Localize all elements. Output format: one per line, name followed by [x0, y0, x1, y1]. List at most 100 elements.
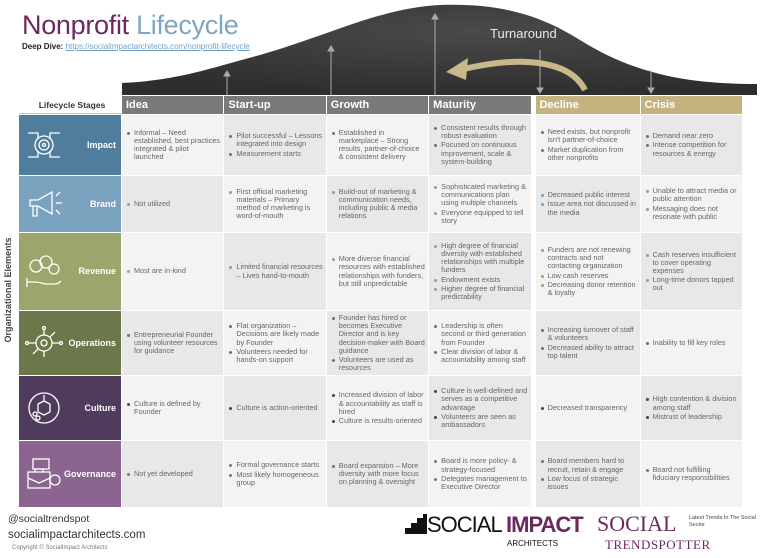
bullet-item: First official marketing materials – Pri…: [228, 187, 322, 221]
bullet-item: Unable to attract media or public attent…: [645, 186, 739, 203]
bullet-item: Culture is well-defined and serves as a …: [433, 387, 527, 412]
megaphone-icon: [29, 190, 62, 217]
cell-operations-crisis: Inability to fill key roles: [640, 311, 742, 376]
bullet-item: Clear division of labor & accountability…: [433, 347, 527, 364]
bullet-item: Market duplication from other nonprofits: [540, 145, 637, 162]
bullet-item: Not utilized: [126, 199, 220, 208]
bullet-item: Board is more policy- & strategy-focused: [433, 457, 527, 473]
bullet-item: Increased division of labor & accountabi…: [331, 391, 425, 416]
bullet-item: Delegates management to Executive Direct…: [433, 474, 527, 491]
row-label-culture: Culture: [19, 376, 121, 441]
bullet-item: Board not fulfilling fiduciary responsib…: [645, 465, 739, 482]
cell-operations-start-up: Flat organization – Decisions are likely…: [224, 311, 326, 376]
bullet-item: Need exists, but nonprofit isn't partner…: [540, 127, 637, 144]
bullet-item: Board expansion – More diversity with mo…: [331, 461, 425, 487]
bullet-item: Volunteers needed for hands-on support: [228, 347, 322, 364]
bullet-item: Volunteers are seen as ambassadors: [433, 412, 527, 429]
stairs-icon: [405, 514, 427, 535]
cell-operations-idea: Entrepreneurial Founder using volunteer …: [122, 311, 224, 376]
turnaround-label: Turnaround: [490, 26, 557, 41]
row-label-brand: Brand: [19, 176, 121, 232]
bullet-item: Decreased public interest: [540, 191, 637, 199]
bullet-item: Measurement starts: [228, 149, 322, 158]
deep-dive-link[interactable]: https://socialimpactarchitects.com/nonpr…: [65, 42, 250, 51]
cell-revenue-start-up: Limited financial resources – Lives hand…: [224, 233, 326, 310]
deep-dive: Deep Dive: https://socialimpactarchitect…: [22, 42, 250, 51]
bullet-item: Culture is defined by Founder: [126, 399, 220, 416]
bullet-item: Pilot successful – Lessons integrated in…: [228, 132, 322, 148]
cell-brand-crisis: Unable to attract media or public attent…: [640, 176, 742, 232]
twitter-handle[interactable]: @socialtrendspot: [8, 513, 90, 526]
row-brand: Brand Not utilized First official marketin…: [19, 176, 742, 232]
bullet-item: Limited financial resources – Lives hand…: [228, 263, 323, 279]
bullet-item: Most are in-kind: [126, 267, 220, 275]
cell-revenue-maturity: High degree of financial diversity with …: [429, 233, 531, 310]
cell-culture-start-up: Culture is action-oriented: [224, 376, 326, 441]
bullet-item: Higher degree of financial predictabilit…: [433, 284, 527, 301]
bullet-item: Funders are not renewing contracts and n…: [540, 245, 637, 271]
cell-revenue-idea: Most are in-kind: [122, 233, 224, 310]
row-label-operations: Operations: [19, 311, 121, 376]
bullet-item: Volunteers are used as resources: [331, 355, 425, 372]
row-label-governance: Governance: [19, 441, 121, 508]
bullet-item: Increasing turnover of staff & volunteer…: [540, 326, 637, 342]
page-title: Nonprofit Lifecycle: [22, 10, 239, 40]
bullet-item: Everyone equipped to tell story: [433, 208, 527, 225]
bullet-item: More diverse financial resources with es…: [331, 255, 425, 288]
bullet-item: Intense competition for resources & ener…: [645, 141, 739, 157]
bullet-item: Focused on continuous improvement, scale…: [433, 141, 527, 166]
bullet-item: High contention & division among staff: [645, 395, 739, 411]
bullet-item: Established in marketplace – Strong resu…: [331, 128, 425, 162]
bullet-item: Board members hard to recruit, retain & …: [540, 457, 637, 473]
cell-operations-decline: Increasing turnover of staff & volunteer…: [531, 311, 640, 376]
lifecycle-curve: [122, 4, 757, 96]
row-label-revenue: Revenue: [19, 233, 121, 310]
bullet-item: Formal governance starts: [228, 461, 322, 469]
bullet-item: Entrepreneurial Founder using volunteer …: [126, 330, 220, 356]
cell-governance-maturity: Board is more policy- & strategy-focused…: [429, 441, 531, 508]
cell-governance-growth: Board expansion – More diversity with mo…: [326, 441, 429, 508]
cell-brand-growth: Build-out of marketing & communication n…: [326, 176, 429, 232]
stage-header-start-up: Start-up: [224, 96, 326, 114]
bullet-item: High degree of financial diversity with …: [433, 241, 527, 275]
footer: @socialtrendspot socialimpactarchitects.…: [0, 511, 768, 555]
bullet-item: Informal – Need established, best practi…: [126, 128, 220, 162]
stage-header-growth: Growth: [326, 96, 429, 114]
cell-impact-maturity: Consistent results through robust evalua…: [429, 115, 531, 175]
stage-header-idea: Idea: [122, 96, 224, 114]
bullet-item: Mistrust of leadership: [645, 412, 739, 421]
bullet-item: Messaging does not resonate with public: [645, 204, 739, 221]
bullet-item: Endowment exists: [433, 275, 527, 284]
bullet-item: Low cash reserves: [540, 271, 637, 280]
website-link[interactable]: socialimpactarchitects.com: [8, 529, 146, 542]
bullet-item: Demand near zero: [645, 132, 739, 140]
bullet-item: Build-out of marketing & communication n…: [331, 187, 425, 221]
culture-globe-icon: [28, 392, 60, 424]
cell-operations-growth: Founder has hired or becomes Executive D…: [326, 311, 429, 376]
bullet-item: Consistent results through robust evalua…: [433, 123, 527, 140]
bullet-item: Culture is results-oriented: [331, 416, 425, 425]
stage-header-crisis: Crisis: [640, 96, 742, 114]
turnaround-arrow: [459, 58, 588, 92]
cell-impact-idea: Informal – Need established, best practi…: [122, 115, 224, 175]
cell-governance-decline: Board members hard to recruit, retain & …: [531, 441, 640, 508]
cell-impact-start-up: Pilot successful – Lessons integrated in…: [224, 115, 326, 175]
coins-hand-icon: [26, 254, 62, 287]
bullet-item: Inability to fill key roles: [645, 338, 739, 347]
cell-brand-start-up: First official marketing materials – Pri…: [224, 176, 326, 232]
bullet-item: Sophisticated marketing & communications…: [433, 183, 527, 208]
bullet-item: Decreased ability to attract top talent: [540, 343, 637, 360]
cell-culture-decline: Decreased transparency: [531, 376, 640, 441]
gear-circuit-icon: [24, 325, 64, 358]
target-hands-icon: [28, 132, 60, 158]
cell-operations-maturity: Leadership is often second or third gene…: [429, 311, 531, 376]
